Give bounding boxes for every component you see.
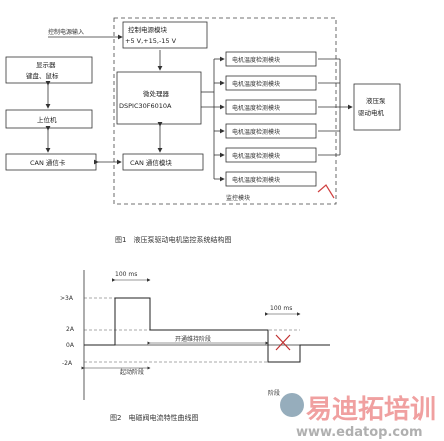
sensor-module-box [225,123,317,139]
watermark: 易迪拓培训 www.edatop.com [280,393,436,440]
y-label-0a: 0A [66,342,75,349]
motor-line1: 液压泵 [366,96,386,105]
y-label-neg2a: -2A [62,360,73,367]
watermark-brand: 易迪拓培训 [306,395,436,425]
y-label-2a: 2A [66,326,75,333]
power-module-spec: +5 V,+15,-15 V [125,37,177,45]
figure2: >3A 2A 0A -2A 100 ms 100 ms 开通维持阶段 起动阶段 … [60,270,330,422]
figure2-caption: 图2 电磁阀电流特性曲线图 [110,413,198,422]
sensor-module-label: 电机温度检测模块 [232,176,280,184]
phase-hold-label: 开通维持阶段 [175,335,211,343]
display-box [5,56,93,84]
input-label: 控制电源输入 [48,28,84,36]
can-module-label: CAN 通信模块 [130,158,172,167]
motor-box [353,83,401,131]
logo-icon [280,393,304,417]
y-label-3a: >3A [60,295,74,302]
sensor-module-box [225,75,317,91]
watermark-url: www.edatop.com [296,425,423,440]
monitor-boundary [113,17,337,205]
figure1-caption: 图1 液压泵驱动电机监控系统结构图 [115,235,231,244]
power-module-title: 控制电源模块 [128,25,168,34]
sensor-module-box [225,99,317,115]
processor-box [116,71,202,125]
can-module-box [122,153,204,171]
can-card-label: CAN 通信卡 [30,158,66,167]
display-line1: 显示器 [36,61,56,69]
phase-start-label: 起动阶段 [120,368,144,376]
figure1: 控制电源输入 控制电源模块 +5 V,+15,-15 V 显示器 键盘、鼠标 上… [5,17,401,244]
current-waveform [84,297,330,363]
sensor-module-label: 电机温度检测模块 [232,104,280,112]
processor-line1: 微处理器 [143,89,170,98]
display-line2: 键盘、鼠标 [26,71,59,80]
timing-label-1: 100 ms [115,271,137,278]
sensor-module-box [225,147,317,163]
timing-label-2: 100 ms [270,305,292,312]
sensor-module-label: 电机温度检测模块 [232,128,280,136]
motor-line2: 驱动电机 [358,108,385,117]
monitor-label: 监控模块 [226,194,250,202]
red-mark [317,184,335,199]
motor-links [318,58,353,156]
sensor-module-label: 电机温度检测模块 [232,56,280,64]
sensor-module-box [225,171,317,187]
host-label: 上位机 [37,115,57,124]
sensor-module-label: 电机温度检测模块 [232,152,280,160]
sensor-module-box [225,51,317,67]
sensor-module-label: 电机温度检测模块 [232,80,280,88]
red-cross-mark [275,334,291,351]
phase-end-label: 阶段 [268,389,280,397]
sensor-modules: 电机温度检测模块 电机温度检测模块 电机温度检测模块 电机温度检测模块 电机温度… [225,51,317,187]
sensor-bus [201,56,225,182]
processor-line2: DSPIC30F6010A [119,102,172,110]
power-module [122,21,208,49]
